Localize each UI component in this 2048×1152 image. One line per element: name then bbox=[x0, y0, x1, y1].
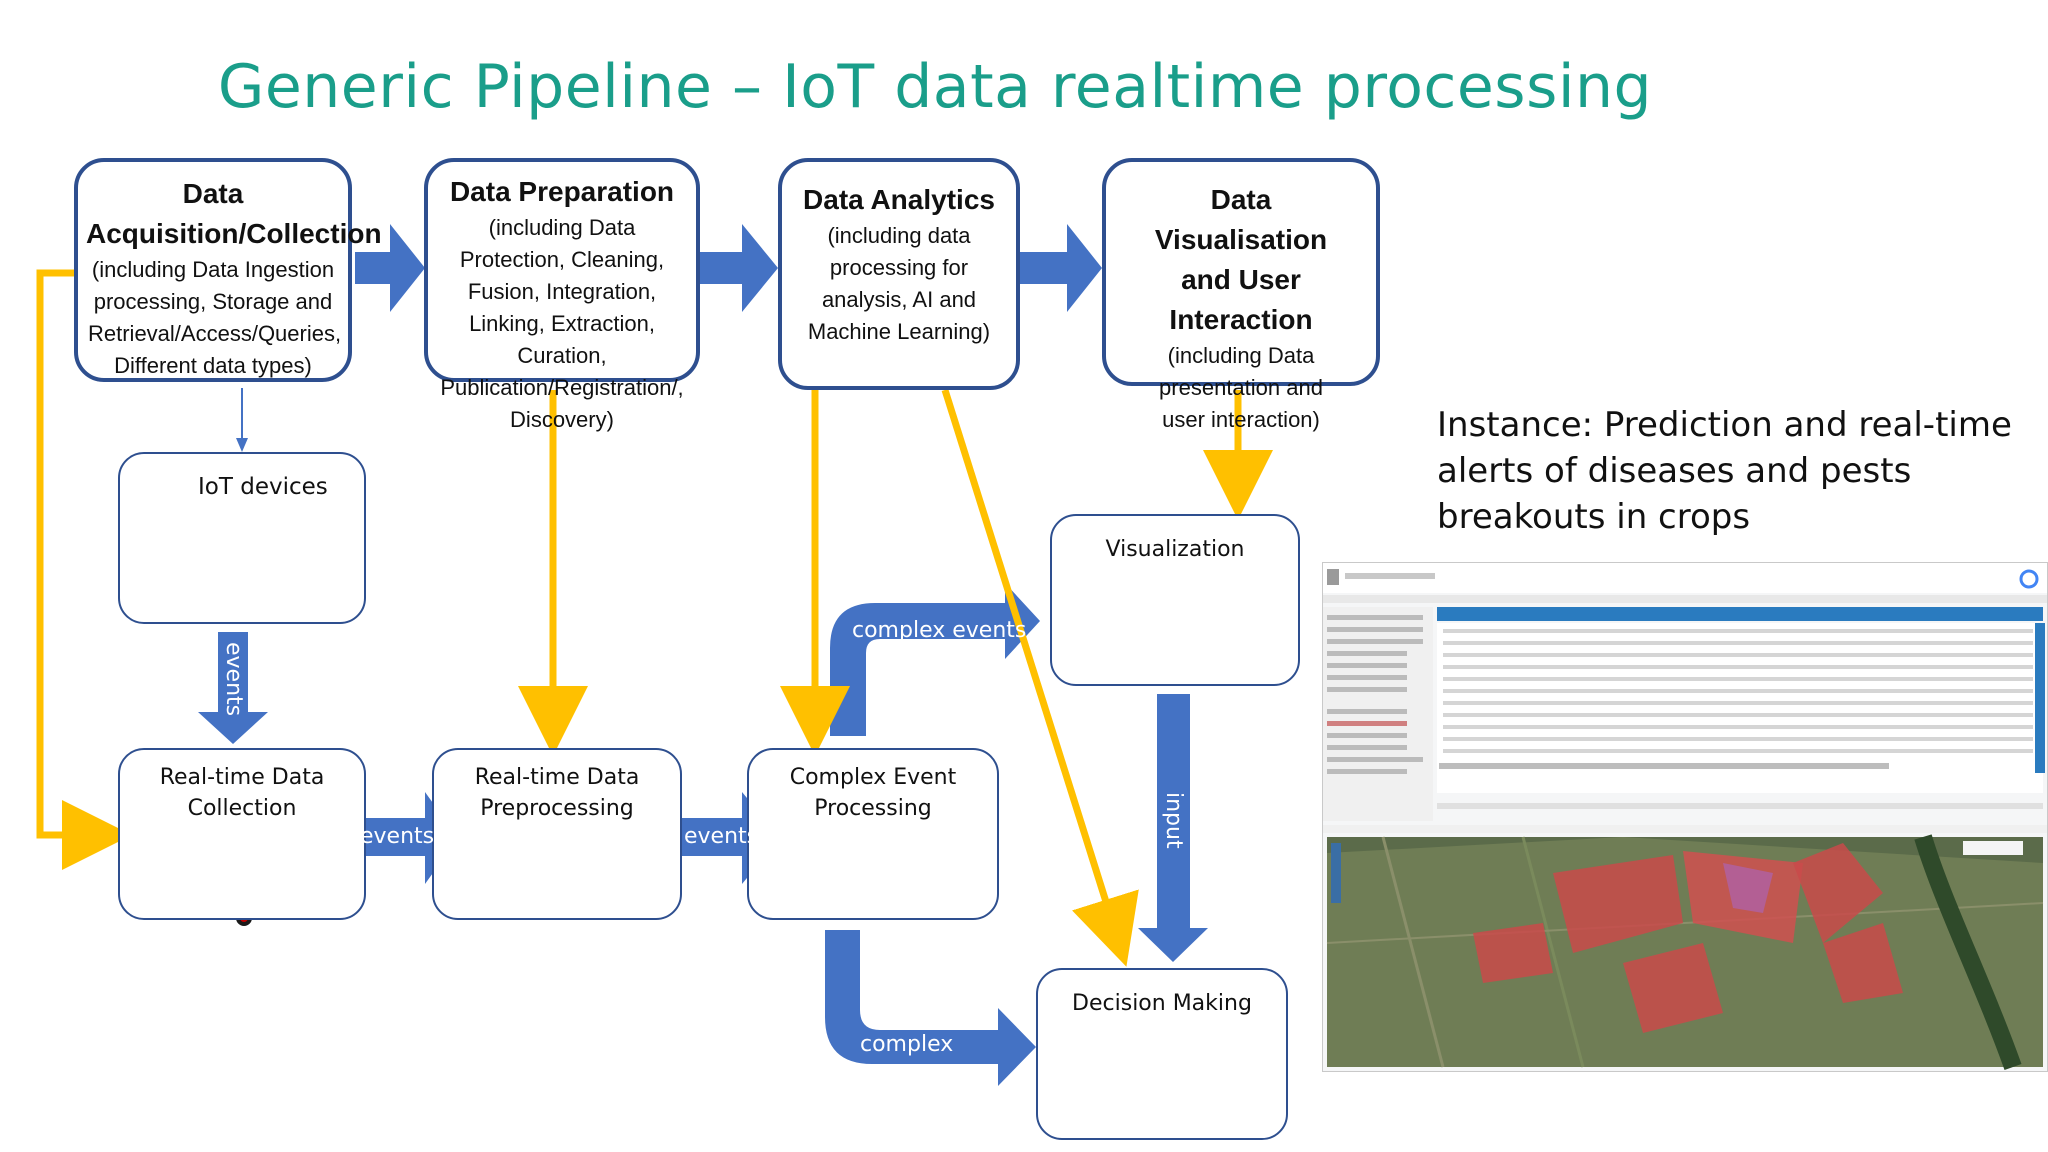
node-label: Visualization bbox=[1105, 537, 1245, 562]
yellow-arrow-acq-to-collection bbox=[36, 269, 132, 870]
app-screenshot-graphic bbox=[1323, 563, 2047, 1071]
stage-data-analytics: Data Analytics (including data processin… bbox=[778, 158, 1020, 390]
stage-detail: (including Data Ingestion processing, St… bbox=[88, 257, 342, 378]
stage-data-visualisation: Data Visualisation and User Interaction … bbox=[1102, 158, 1380, 432]
arrow-analytics-to-vis bbox=[1020, 224, 1102, 312]
stage-detail: (including Data presentation and user in… bbox=[1159, 343, 1323, 432]
instance-description: Instance: Prediction and real-time alert… bbox=[1437, 405, 2012, 537]
arrow-prep-to-analytics bbox=[700, 224, 778, 312]
node-label: Complex Event Processing bbox=[789, 765, 957, 821]
edge-label-events-2: events bbox=[684, 824, 759, 849]
arrow-acq-to-prep bbox=[355, 224, 425, 312]
node-label: Decision Making bbox=[1072, 991, 1252, 1016]
node-label: Real-time Data Collection bbox=[159, 765, 325, 821]
stage-title: Data Visualisation and User Interaction bbox=[1154, 184, 1328, 335]
node-iot-devices: IoT devices bbox=[118, 452, 366, 624]
stage-detail: (including data processing for analysis,… bbox=[807, 223, 991, 344]
stage-title: Data Preparation bbox=[449, 176, 675, 207]
stage-data-preparation: Data Preparation (including Data Protect… bbox=[424, 158, 700, 432]
node-label: IoT devices bbox=[198, 474, 328, 500]
node-visualization: Visualization bbox=[1050, 514, 1300, 686]
node-decision-making: Decision Making bbox=[1036, 968, 1288, 1140]
arrow-iot-to-collection bbox=[198, 632, 268, 744]
edge-label-events-vertical: events bbox=[221, 642, 246, 717]
edge-label-input: input bbox=[1161, 792, 1186, 849]
edge-label-events-1: events bbox=[360, 824, 435, 849]
yellow-arrow-analytics-to-decision bbox=[941, 388, 1139, 967]
edge-label-complex: complex bbox=[860, 1032, 954, 1057]
app-screenshot-map bbox=[1322, 562, 2048, 1072]
node-realtime-collection: Real-time Data Collection bbox=[118, 748, 366, 920]
stage-data-acquisition: Data Acquisition/Collection (including D… bbox=[74, 158, 382, 382]
node-complex-event-processing: Complex Event Processing bbox=[747, 748, 999, 920]
stage-detail: (including Data Protection, Cleaning, Fu… bbox=[440, 215, 684, 432]
arrow-visualization-to-decision bbox=[1138, 694, 1208, 962]
stage-title: Data Analytics bbox=[803, 184, 995, 215]
arrow-cep-to-visualization bbox=[830, 583, 1040, 736]
arrow-collection-to-preprocessing bbox=[348, 792, 458, 884]
node-realtime-preprocessing: Real-time Data Preprocessing bbox=[432, 748, 682, 920]
arrow-cep-to-decision bbox=[825, 930, 1036, 1086]
arrow-acq-to-iot bbox=[236, 388, 248, 452]
page-title: Generic Pipeline – IoT data realtime pro… bbox=[217, 52, 1653, 122]
stage-title: Data Acquisition/Collection bbox=[86, 178, 382, 249]
edge-label-complex-events: complex events bbox=[852, 618, 1027, 643]
node-label: Real-time Data Preprocessing bbox=[474, 765, 640, 821]
